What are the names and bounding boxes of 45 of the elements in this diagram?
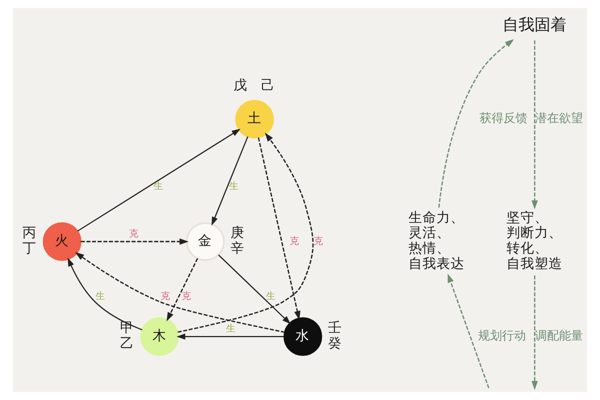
edge-label: 生: [228, 180, 239, 192]
edge-label: 生: [153, 180, 164, 192]
node-circle: 土: [235, 100, 274, 139]
arrow: [166, 258, 198, 322]
node-label: 壬: [328, 320, 342, 336]
edge-label: 调配能量: [535, 328, 584, 342]
edge-label: 规划行动: [478, 328, 526, 342]
edge-label: 克: [160, 291, 171, 302]
node-label: 癸: [328, 336, 342, 352]
arrow: [178, 132, 314, 333]
arrow: [448, 274, 490, 388]
arrow: [176, 334, 284, 340]
node-circle: 火: [42, 222, 82, 261]
arrow: [212, 136, 248, 226]
edge-label: 生: [226, 323, 236, 334]
arrow: [80, 238, 189, 245]
arrow: [438, 39, 514, 208]
node-label: 庚: [230, 225, 244, 242]
node-label: 丁: [22, 240, 37, 257]
node-circle: 金: [186, 222, 225, 261]
node-text: 坚守、判断力、转化、自我塑造: [506, 210, 562, 272]
node-label: 己: [260, 78, 275, 94]
arrow: [77, 128, 241, 232]
node-text: 生命力、灵活、热情、自我表达: [408, 210, 464, 272]
edge-label: 克: [314, 236, 324, 248]
arrow: [68, 258, 142, 330]
edge-label: 克: [181, 291, 192, 302]
node-label: 丙: [22, 225, 37, 242]
edge-label: 生: [95, 291, 106, 302]
node-circle: 木: [140, 317, 179, 356]
edge-label: 克: [128, 228, 139, 240]
edge-label: 克: [289, 236, 300, 248]
arrow: [532, 275, 538, 390]
arrow: [75, 252, 285, 333]
node-label: 乙: [120, 336, 134, 352]
node-label: 戊: [234, 78, 248, 94]
node-label: 辛: [230, 240, 244, 257]
node-circle: 水: [284, 317, 322, 356]
arrow: [258, 138, 300, 320]
node-text: 自我固着: [502, 14, 567, 34]
edge-label: 潜在欲望: [535, 111, 584, 126]
arrow: [532, 40, 538, 210]
edge-label: 生: [266, 291, 276, 302]
arrow: [218, 254, 291, 324]
edge-label: 获得反馈: [480, 111, 528, 126]
